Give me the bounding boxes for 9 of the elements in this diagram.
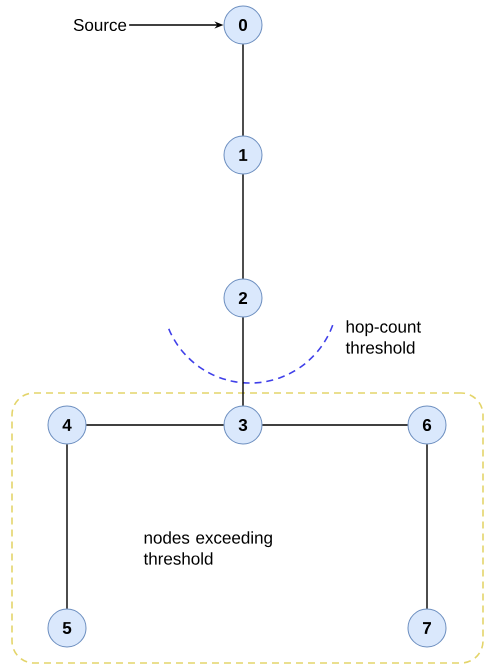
connector xyxy=(262,424,408,426)
connector xyxy=(242,318,244,406)
connector xyxy=(426,444,428,608)
connector xyxy=(242,174,244,278)
connector xyxy=(242,44,244,136)
connector xyxy=(66,444,68,608)
connector xyxy=(86,424,224,426)
text-label: hop-count threshold xyxy=(346,320,421,354)
text-label: Source xyxy=(74,18,126,32)
